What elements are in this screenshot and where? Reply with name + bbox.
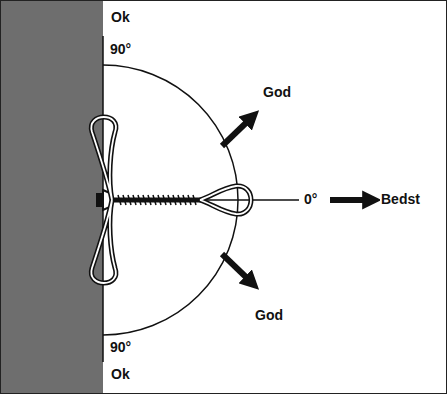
direction-rating: God: [254, 308, 284, 323]
loop-down-inner: [91, 200, 116, 283]
wall-plug: [96, 193, 103, 207]
angle-label: 90°: [109, 340, 132, 355]
direction-rating: Ok: [110, 367, 131, 382]
good-arrow-up: [222, 121, 248, 146]
direction-rating: Ok: [110, 10, 131, 25]
loop-up: [91, 117, 116, 200]
screw-thread: [143, 195, 146, 205]
screw-thread: [173, 195, 176, 205]
screw-thread: [163, 195, 166, 205]
screw-thread: [153, 195, 156, 205]
screw-thread: [133, 195, 136, 205]
direction-rating: God: [262, 85, 292, 100]
screw-thread: [183, 195, 186, 205]
anchor-screw: [112, 195, 205, 205]
loop-up-inner: [91, 117, 116, 200]
screw-thread: [188, 195, 191, 205]
good-arrow-down: [222, 254, 248, 279]
screw-thread: [128, 195, 131, 205]
screw-thread: [148, 195, 151, 205]
wall: [1, 1, 103, 393]
screw-thread: [168, 195, 171, 205]
loop-right: [200, 186, 251, 214]
loop-right-inner: [200, 186, 251, 214]
screw-thread: [158, 195, 161, 205]
screw-thread: [178, 195, 181, 205]
screw-thread: [123, 195, 126, 205]
screw-thread: [193, 195, 196, 205]
best-arrow: [330, 197, 366, 203]
angle-label: 90°: [109, 42, 132, 57]
angle-label: 0°: [303, 192, 318, 207]
loop-down: [91, 200, 116, 283]
screw-thread: [118, 195, 121, 205]
screw-thread: [138, 195, 141, 205]
direction-rating: Bedst: [380, 192, 421, 207]
